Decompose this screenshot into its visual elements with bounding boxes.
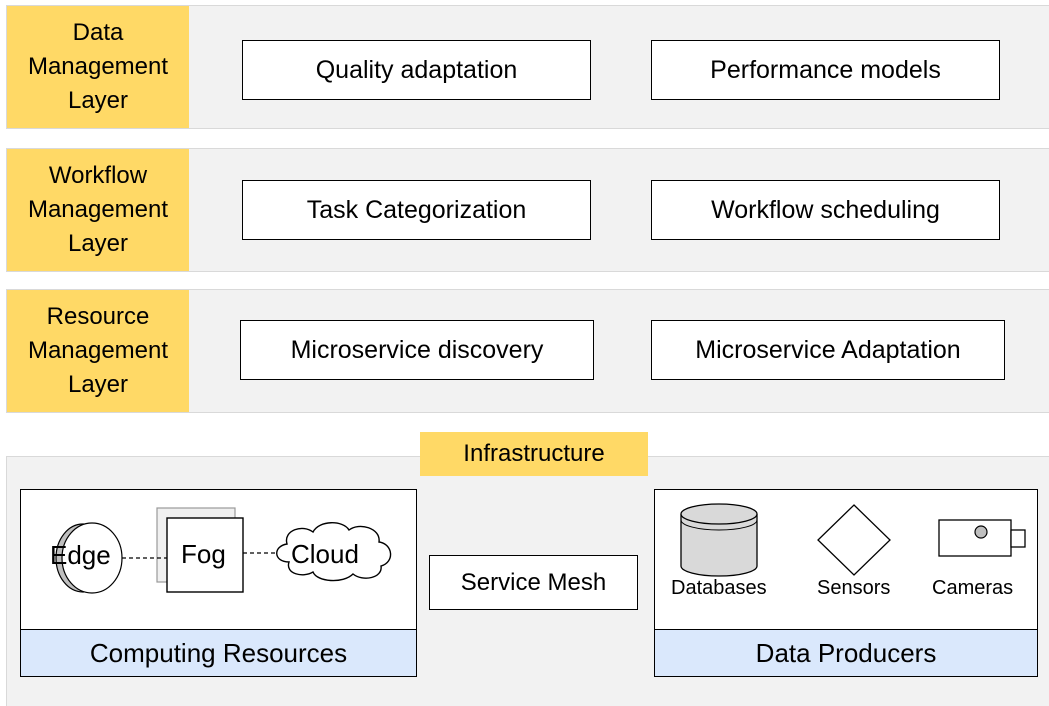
cloud-icon bbox=[276, 522, 392, 582]
microservice-discovery-box: Microservice discovery bbox=[240, 320, 594, 380]
edge-label: Edge bbox=[50, 540, 111, 570]
computing-resources-graphic bbox=[55, 507, 392, 594]
infrastructure-title: Infrastructure bbox=[420, 432, 648, 476]
quality-adaptation-box: Quality adaptation bbox=[242, 40, 591, 100]
fog-label: Fog bbox=[181, 539, 226, 569]
computing-resources-caption: Computing Resources bbox=[21, 629, 416, 676]
computing-resources-panel: Edge Fog Cloud Computing Resources bbox=[20, 489, 417, 677]
service-mesh-box: Service Mesh bbox=[429, 555, 638, 610]
microservice-adaptation-box: Microservice Adaptation bbox=[651, 320, 1005, 380]
databases-label: Databases bbox=[671, 577, 767, 599]
data-producers-caption: Data Producers bbox=[655, 629, 1037, 676]
data-producers-graphic bbox=[680, 503, 1026, 577]
camera-icon bbox=[938, 519, 1026, 557]
sensor-icon bbox=[817, 504, 891, 576]
database-icon bbox=[680, 503, 758, 577]
layer-label-workflow-management: Workflow Management Layer bbox=[7, 149, 189, 271]
layer-label-resource-management: Resource Management Layer bbox=[7, 290, 189, 412]
task-categorization-box: Task Categorization bbox=[242, 180, 591, 240]
cameras-label: Cameras bbox=[932, 577, 1014, 599]
workflow-scheduling-box: Workflow scheduling bbox=[651, 180, 1000, 240]
performance-models-box: Performance models bbox=[651, 40, 1000, 100]
data-producers-panel: Databases Sensors Cameras Data Producers bbox=[654, 489, 1038, 677]
layer-label-data-management: Data Management Layer bbox=[7, 6, 189, 128]
sensors-label: Sensors bbox=[817, 577, 891, 599]
cloud-label: Cloud bbox=[291, 539, 359, 569]
